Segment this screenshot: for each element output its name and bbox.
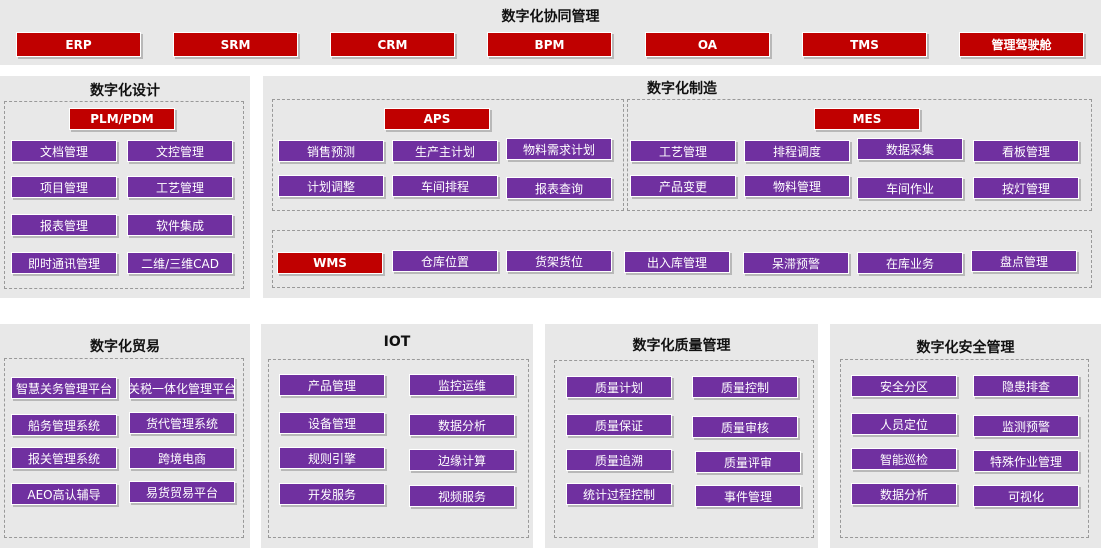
design-item[interactable]: 工艺管理	[127, 176, 233, 198]
mes-item[interactable]: 车间作业	[857, 177, 963, 199]
mes-item[interactable]: 物料管理	[744, 175, 850, 197]
quality-item[interactable]: 质量追溯	[566, 449, 672, 471]
module-bpm[interactable]: BPM	[487, 32, 612, 57]
mes-header[interactable]: MES	[814, 108, 920, 130]
trade-panel: 数字化贸易 智慧关务管理平台 关税一体化管理平台 船务管理系统 货代管理系统 报…	[0, 324, 250, 548]
mes-group	[627, 99, 1092, 211]
quality-item[interactable]: 质量评审	[695, 451, 801, 473]
manufacturing-title: 数字化制造	[647, 81, 717, 97]
quality-group	[554, 360, 814, 538]
aps-header[interactable]: APS	[384, 108, 490, 130]
mes-item[interactable]: 按灯管理	[973, 177, 1079, 199]
security-item[interactable]: 监测预警	[973, 415, 1079, 437]
design-group	[4, 101, 244, 289]
trade-title: 数字化贸易	[90, 339, 160, 355]
trade-item[interactable]: 货代管理系统	[129, 412, 235, 434]
wms-group	[272, 230, 1092, 288]
security-item[interactable]: 隐患排查	[973, 375, 1079, 397]
iot-item[interactable]: 边缘计算	[409, 449, 515, 471]
iot-panel: IOT 产品管理 监控运维 设备管理 数据分析 规则引擎 边缘计算 开发服务 视…	[261, 324, 533, 548]
design-item[interactable]: 文控管理	[127, 140, 233, 162]
collaboration-panel: 数字化协同管理 ERP SRM CRM BPM OA TMS 管理驾驶舱	[0, 0, 1101, 65]
wms-item[interactable]: 出入库管理	[624, 251, 730, 273]
trade-item[interactable]: 船务管理系统	[11, 414, 117, 436]
trade-item[interactable]: AEO高认辅导	[11, 483, 117, 505]
security-item[interactable]: 可视化	[973, 485, 1079, 507]
security-panel: 数字化安全管理 安全分区 隐患排查 人员定位 监测预警 智能巡检 特殊作业管理 …	[830, 324, 1101, 548]
iot-group	[268, 359, 529, 538]
aps-item[interactable]: 销售预测	[278, 140, 384, 162]
quality-item[interactable]: 事件管理	[695, 485, 801, 507]
trade-item[interactable]: 跨境电商	[129, 447, 235, 469]
iot-title: IOT	[383, 334, 411, 350]
module-srm[interactable]: SRM	[173, 32, 298, 57]
security-item[interactable]: 特殊作业管理	[973, 450, 1079, 472]
iot-item[interactable]: 设备管理	[279, 412, 385, 434]
design-item[interactable]: 软件集成	[127, 214, 233, 236]
mes-item[interactable]: 工艺管理	[630, 140, 736, 162]
wms-item[interactable]: 仓库位置	[392, 250, 498, 272]
mes-item[interactable]: 排程调度	[744, 140, 850, 162]
quality-item[interactable]: 统计过程控制	[566, 483, 672, 505]
aps-item[interactable]: 报表查询	[506, 177, 612, 199]
wms-item[interactable]: 盘点管理	[971, 250, 1077, 272]
aps-item[interactable]: 生产主计划	[392, 140, 498, 162]
plm-pdm-header[interactable]: PLM/PDM	[69, 108, 175, 130]
security-item[interactable]: 数据分析	[851, 483, 957, 505]
quality-item[interactable]: 质量审核	[692, 416, 798, 438]
security-group	[840, 359, 1089, 538]
iot-item[interactable]: 产品管理	[279, 374, 385, 396]
mes-item[interactable]: 数据采集	[857, 138, 963, 160]
collaboration-title: 数字化协同管理	[501, 9, 600, 25]
manufacturing-panel: 数字化制造 APS 销售预测 生产主计划 物料需求计划 计划调整 车间排程 报表…	[263, 76, 1101, 298]
quality-title: 数字化质量管理	[632, 338, 731, 354]
security-item[interactable]: 安全分区	[851, 375, 957, 397]
wms-item[interactable]: 在库业务	[857, 252, 963, 274]
quality-item[interactable]: 质量保证	[566, 414, 672, 436]
design-title: 数字化设计	[90, 83, 160, 99]
design-panel: 数字化设计 PLM/PDM 文档管理 文控管理 项目管理 工艺管理 报表管理 软…	[0, 76, 250, 298]
aps-item[interactable]: 物料需求计划	[506, 138, 612, 160]
aps-item[interactable]: 计划调整	[278, 175, 384, 197]
mes-item[interactable]: 看板管理	[973, 140, 1079, 162]
wms-item[interactable]: 呆滞预警	[743, 252, 849, 274]
iot-item[interactable]: 视频服务	[409, 485, 515, 507]
quality-item[interactable]: 质量计划	[566, 376, 672, 398]
trade-group	[4, 358, 244, 538]
security-title: 数字化安全管理	[916, 340, 1015, 356]
iot-item[interactable]: 监控运维	[409, 374, 515, 396]
mes-item[interactable]: 产品变更	[630, 175, 736, 197]
design-item[interactable]: 二维/三维CAD	[127, 252, 233, 274]
aps-group	[272, 99, 624, 211]
wms-header[interactable]: WMS	[277, 252, 383, 274]
design-item[interactable]: 即时通讯管理	[11, 252, 117, 274]
design-item[interactable]: 项目管理	[11, 176, 117, 198]
trade-item[interactable]: 报关管理系统	[11, 447, 117, 469]
trade-item[interactable]: 智慧关务管理平台	[11, 377, 117, 399]
trade-item[interactable]: 关税一体化管理平台	[129, 377, 235, 399]
wms-item[interactable]: 货架货位	[506, 250, 612, 272]
module-erp[interactable]: ERP	[16, 32, 141, 57]
iot-item[interactable]: 开发服务	[279, 483, 385, 505]
quality-item[interactable]: 质量控制	[692, 376, 798, 398]
module-cockpit[interactable]: 管理驾驶舱	[959, 32, 1084, 57]
module-oa[interactable]: OA	[645, 32, 770, 57]
trade-item[interactable]: 易货贸易平台	[129, 481, 235, 503]
module-crm[interactable]: CRM	[330, 32, 455, 57]
security-item[interactable]: 人员定位	[851, 413, 957, 435]
aps-item[interactable]: 车间排程	[392, 175, 498, 197]
quality-panel: 数字化质量管理 质量计划 质量控制 质量保证 质量审核 质量追溯 质量评审 统计…	[545, 324, 818, 548]
iot-item[interactable]: 规则引擎	[279, 447, 385, 469]
design-item[interactable]: 报表管理	[11, 214, 117, 236]
module-tms[interactable]: TMS	[802, 32, 927, 57]
security-item[interactable]: 智能巡检	[851, 448, 957, 470]
iot-item[interactable]: 数据分析	[409, 414, 515, 436]
design-item[interactable]: 文档管理	[11, 140, 117, 162]
